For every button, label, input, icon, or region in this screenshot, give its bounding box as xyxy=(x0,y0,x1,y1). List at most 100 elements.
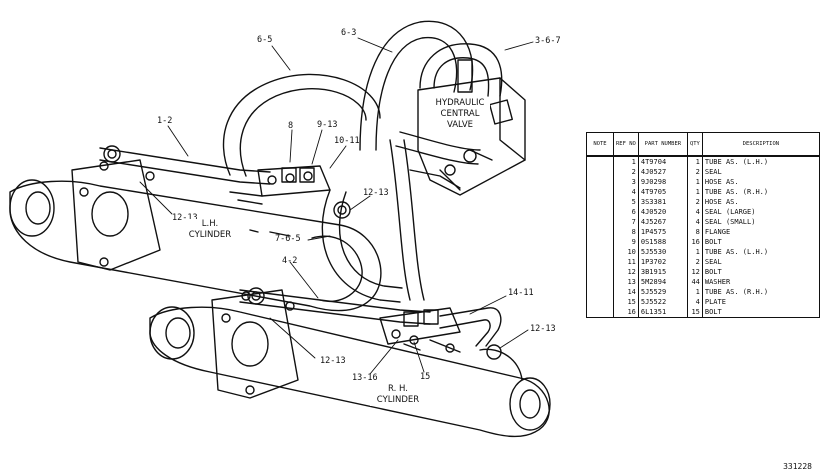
cell-description: BOLT xyxy=(701,237,820,247)
tube-14-11 xyxy=(439,307,502,360)
cell-note xyxy=(586,277,614,287)
cell-description: TUBE AS. (R.H.) xyxy=(701,187,820,197)
cell-part-number: 4T9704 xyxy=(637,156,688,167)
cell-description: BOLT xyxy=(701,267,820,277)
cell-description: SEAL (LARGE) xyxy=(701,207,820,217)
callout-6-3: 6-3 xyxy=(341,28,357,38)
cell-note xyxy=(586,237,614,247)
hose-valve-link xyxy=(395,131,481,165)
central-valve-label-line2: CENTRAL xyxy=(440,109,480,119)
callout-4-2: 4-2 xyxy=(282,256,298,266)
lh-cylinder xyxy=(9,159,382,312)
hydraulic-assembly-drawing xyxy=(9,20,551,438)
cell-description: TUBE AS. (R.H.) xyxy=(701,287,820,297)
cell-qty: 12 xyxy=(686,267,703,277)
central-valve-label-line1: HYDRAULIC xyxy=(435,98,485,108)
header-part-number: PART NUMBER xyxy=(637,132,688,157)
cell-part-number: 4J0527 xyxy=(637,167,688,177)
cell-description: TUBE AS. (L.H.) xyxy=(701,156,820,167)
lh-cylinder-label: L.H. CYLINDER xyxy=(183,219,237,241)
cell-qty: 1 xyxy=(686,187,703,197)
tube-4-2 xyxy=(239,287,431,325)
cell-part-number: 5J5530 xyxy=(637,247,688,257)
rh-cylinder-label: R. H. CYLINDER xyxy=(370,384,426,406)
cell-note xyxy=(586,187,614,197)
cell-description: PLATE xyxy=(701,297,820,307)
cell-qty: 44 xyxy=(686,277,703,287)
leader-lines xyxy=(139,37,534,375)
cell-ref: 9 xyxy=(613,237,639,247)
cell-note xyxy=(586,227,614,237)
cell-qty: 1 xyxy=(686,156,703,167)
cell-ref: 3 xyxy=(613,177,639,187)
cell-description: HOSE AS. xyxy=(701,177,820,187)
cell-ref: 4 xyxy=(613,187,639,197)
header-note: NOTE xyxy=(586,132,614,157)
cell-note xyxy=(586,167,614,177)
drawing-number: 331228 xyxy=(783,462,812,471)
header-qty: QTY xyxy=(686,132,703,157)
cell-part-number: 4T9705 xyxy=(637,187,688,197)
cell-part-number: 1P4575 xyxy=(637,227,688,237)
rh-cylinder-label-line1: R. H. xyxy=(388,384,408,394)
callout-7-6-5: 7-6-5 xyxy=(275,234,301,244)
callout-12-13-rh-right: 12-13 xyxy=(530,324,556,334)
callout-3-6-7: 3-6-7 xyxy=(535,36,561,46)
cell-note xyxy=(586,156,614,167)
cell-ref: 8 xyxy=(613,227,639,237)
cell-ref: 6 xyxy=(613,207,639,217)
cell-qty: 1 xyxy=(686,287,703,297)
cell-description: SEAL (SMALL) xyxy=(701,217,820,227)
cell-note xyxy=(586,177,614,187)
cell-note xyxy=(586,207,614,217)
cell-note xyxy=(586,247,614,257)
cell-description: SEAL xyxy=(701,257,820,267)
cell-ref: 14 xyxy=(613,287,639,297)
cell-note xyxy=(586,257,614,267)
cell-description: HOSE AS. xyxy=(701,197,820,207)
cell-part-number: 3S3381 xyxy=(637,197,688,207)
cell-qty: 8 xyxy=(686,227,703,237)
cell-note xyxy=(586,197,614,207)
callout-12-13-rh: 12-13 xyxy=(320,356,346,366)
cell-ref: 12 xyxy=(613,267,639,277)
callout-12-13-lh: 12-13 xyxy=(172,213,198,223)
hose-3-6-7 xyxy=(419,43,503,97)
cell-ref: 5 xyxy=(613,197,639,207)
cell-qty: 4 xyxy=(686,207,703,217)
callout-15: 15 xyxy=(420,372,431,382)
central-valve xyxy=(409,77,526,196)
header-description: DESCRIPTION xyxy=(701,132,820,157)
cell-qty: 16 xyxy=(686,237,703,247)
cell-qty: 4 xyxy=(686,217,703,227)
cell-qty: 15 xyxy=(686,307,703,318)
cell-description: TUBE AS. (L.H.) xyxy=(701,247,820,257)
cell-part-number: 5J5522 xyxy=(637,297,688,307)
hose-6-5 xyxy=(222,73,381,177)
callout-9-13: 9-13 xyxy=(317,120,338,130)
cell-qty: 2 xyxy=(686,167,703,177)
callout-13-16: 13-16 xyxy=(352,373,378,383)
cell-ref: 7 xyxy=(613,217,639,227)
cell-part-number: 6L1351 xyxy=(637,307,688,318)
central-valve-label-line3: VALVE xyxy=(446,120,474,130)
cell-qty: 2 xyxy=(686,257,703,267)
cell-ref: 13 xyxy=(613,277,639,287)
cell-part-number: 5M2894 xyxy=(637,277,688,287)
callout-1-2: 1-2 xyxy=(157,116,173,126)
cell-ref: 10 xyxy=(613,247,639,257)
cell-part-number: 4J0520 xyxy=(637,207,688,217)
cell-part-number: 9J0298 xyxy=(637,177,688,187)
